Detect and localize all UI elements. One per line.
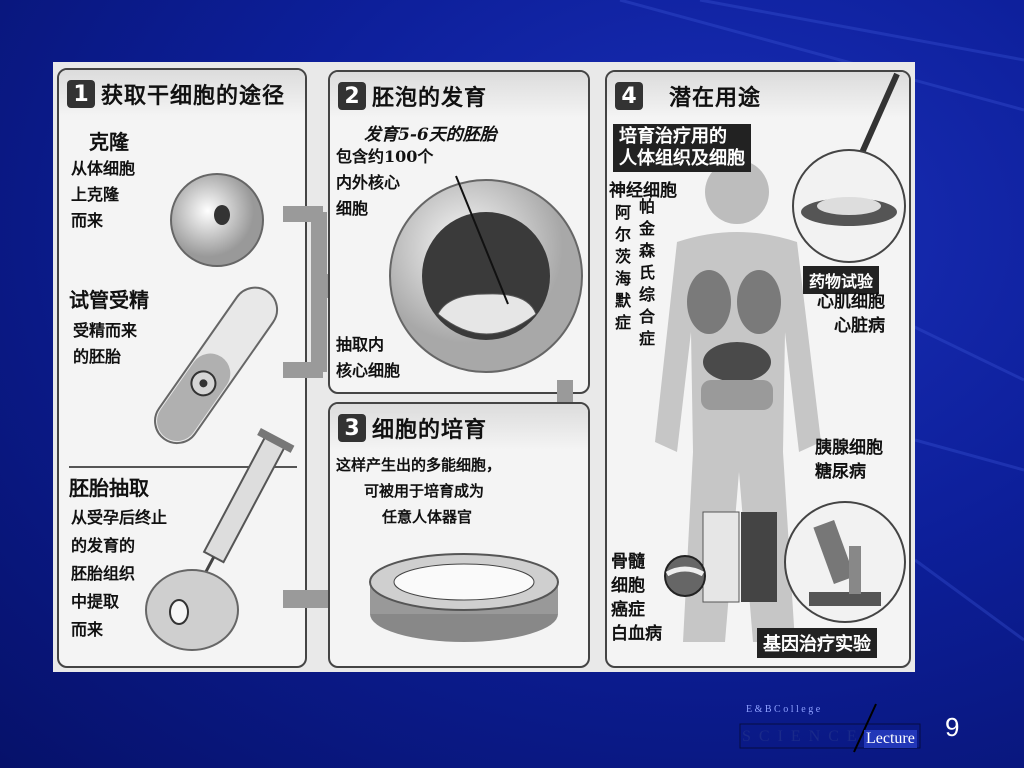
- blastocyst-illustration: [389, 175, 583, 373]
- culture-line-2: 可被用于培育成为: [364, 482, 485, 500]
- panel-cell-culture: 3 细胞的培育 这样产生出的多能细胞， 可被用于培育成为 任意人体器官: [328, 402, 590, 668]
- panel-blastocyst-development: 2 胚泡的发育 发育5-6天的胚胎 包含约100个 内外核心 细胞 抽取内 核心…: [328, 70, 590, 394]
- syringe-illustration: [145, 427, 295, 651]
- panel-title: 潜在用途: [669, 86, 762, 111]
- ivf-text: 受精而来 的胚胎: [73, 321, 138, 366]
- extract-text: 从受孕后终止 的发育的 胚胎组织 中提取 而来: [71, 508, 168, 639]
- microscope-illustration: [784, 501, 906, 623]
- panel-number: 2: [338, 82, 366, 110]
- panel-stem-cell-sources: 1 获取干细胞的途径 克隆 从体细胞 上克隆 而来 试管受精 受精而来 的胚胎 …: [57, 68, 307, 668]
- alzheimers-label: 阿尔茨海默症: [615, 203, 632, 332]
- clone-heading: 克隆: [89, 130, 129, 154]
- culture-line-1: 这样产生出的多能细胞，: [336, 456, 502, 474]
- ebcollege-science-lecture-logo: [739, 703, 921, 753]
- panel-title: 细胞的培育: [372, 418, 488, 443]
- petri-dish-illustration: [369, 553, 559, 642]
- panel-number: 3: [338, 414, 366, 442]
- blastocyst-desc: 包含约100个 内外核心 细胞: [336, 147, 434, 218]
- nerve-cell-label: 神经细胞: [609, 181, 677, 201]
- inner-cell-extract: 抽取内 核心细胞: [336, 335, 401, 380]
- culture-line-3: 任意人体器官: [382, 508, 473, 526]
- drug-test-label: 药物试验: [803, 266, 880, 294]
- egg-cell-illustration: [170, 173, 264, 267]
- bone-marrow-icon: [664, 555, 706, 597]
- parkinsons-label: 帕金森氏综合症: [639, 197, 656, 348]
- panel-potential-uses: 4 潜在用途 培育治疗用的 人体组织及细胞 神经细胞 阿尔茨海默症 帕金森氏综合…: [605, 70, 911, 668]
- bone-marrow-label: 骨髓 细胞 癌症 白血病: [611, 552, 662, 644]
- test-tube-illustration: [154, 286, 279, 445]
- college-text: E & B C o l l e g e: [746, 704, 821, 715]
- page-number: 9: [945, 712, 960, 742]
- ivf-heading: 试管受精: [69, 288, 149, 312]
- human-body-illustration: [655, 160, 821, 642]
- gene-therapy-label: 基因治疗实验: [757, 628, 877, 658]
- heart-cell-label: 心肌细胞 心脏病: [817, 292, 885, 336]
- extract-heading: 胚胎抽取: [69, 476, 149, 500]
- lecture-text: Lecture: [864, 730, 917, 748]
- panel-number: 4: [615, 82, 643, 110]
- blastocyst-caption: 发育5-6天的胚胎: [364, 125, 497, 145]
- stem-cell-diagram: 1 获取干细胞的途径 克隆 从体细胞 上克隆 而来 试管受精 受精而来 的胚胎 …: [53, 62, 915, 672]
- panel-title: 胚泡的发育: [372, 86, 488, 111]
- panel-number: 1: [67, 80, 95, 108]
- science-text: S C I E N C E: [742, 728, 859, 745]
- dropper-dish-illustration: [792, 72, 906, 263]
- pancreas-cell-label: 胰腺细胞 糖尿病: [815, 438, 883, 482]
- clone-text: 从体细胞 上克隆 而来: [71, 159, 136, 230]
- panel-title: 获取干细胞的途径: [101, 84, 286, 109]
- culture-label: 培育治疗用的 人体组织及细胞: [613, 124, 751, 172]
